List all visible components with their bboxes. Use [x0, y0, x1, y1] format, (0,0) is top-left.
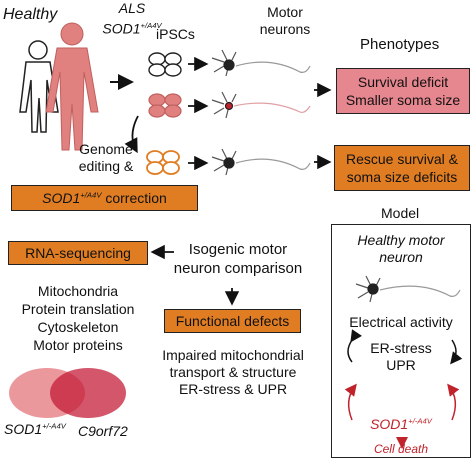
- als-label-line1: ALS: [118, 0, 146, 16]
- als-person-figure: [45, 22, 99, 151]
- functional-findings-list: Impaired mitochondrial transport & struc…: [158, 347, 308, 398]
- isogenic-comparison-label: Isogenic motor neuron comparison: [173, 241, 303, 277]
- rescue-box: Rescue survival & soma size deficits: [334, 145, 470, 191]
- sod1-correction-box: SOD1+/A4V correction: [11, 185, 198, 211]
- venn-diagram: [9, 368, 126, 418]
- survival-deficit-box: Survival deficit Smaller soma size: [336, 68, 470, 114]
- healthy-person-figure: [19, 40, 59, 133]
- list-item: Mitochondria: [37, 283, 119, 299]
- list-item: Impaired mitochondrial: [162, 347, 304, 363]
- model-neuron: [355, 275, 461, 303]
- list-item: Protein translation: [21, 301, 135, 317]
- model-feedback-arrows: [347, 329, 463, 365]
- corrected-motor-neuron: [211, 148, 311, 176]
- als-label: ALS SOD1+/A4V: [102, 0, 162, 38]
- motor-neurons-label: Motor neurons: [259, 4, 311, 37]
- als-genotype: SOD1+/A4V: [102, 20, 162, 37]
- healthy-motor-neuron: [211, 49, 311, 77]
- list-item: Cytoskeleton: [37, 319, 119, 335]
- rna-sequencing-box: RNA-sequencing: [8, 241, 148, 265]
- model-sod1-arrows: [344, 383, 460, 449]
- phenotypes-label: Phenotypes: [360, 36, 440, 53]
- model-box: [331, 224, 471, 458]
- functional-defects-box: Functional defects: [164, 309, 301, 333]
- model-healthy-neuron-label: Healthy motor neuron: [357, 232, 445, 265]
- venn-left-label: SOD1+/-A4V: [4, 421, 66, 437]
- als-ipsc-cells: [148, 93, 182, 118]
- er-stress-label: ER-stress UPR: [370, 340, 432, 373]
- rnaseq-findings-list: Mitochondria Protein translation Cytoske…: [10, 282, 146, 354]
- model-title: Model: [381, 205, 420, 221]
- ipscs-label: iPSCs: [156, 26, 195, 42]
- als-motor-neuron: [211, 91, 311, 119]
- healthy-ipsc-cells: [148, 52, 182, 77]
- corrected-ipsc-cells: [146, 150, 180, 175]
- list-item: Motor proteins: [33, 337, 123, 353]
- healthy-label: Healthy: [3, 6, 58, 23]
- electrical-activity-label: Electrical activity: [349, 314, 453, 330]
- genome-editing-label: Genome editing &: [78, 141, 134, 174]
- list-item: ER-stress & UPR: [178, 381, 288, 397]
- model-sod1-label: SOD1+/-A4V: [370, 416, 432, 432]
- cell-death-label: Cell death: [373, 442, 429, 456]
- venn-right-label: C9orf72: [78, 423, 128, 439]
- list-item: transport & structure: [169, 364, 297, 380]
